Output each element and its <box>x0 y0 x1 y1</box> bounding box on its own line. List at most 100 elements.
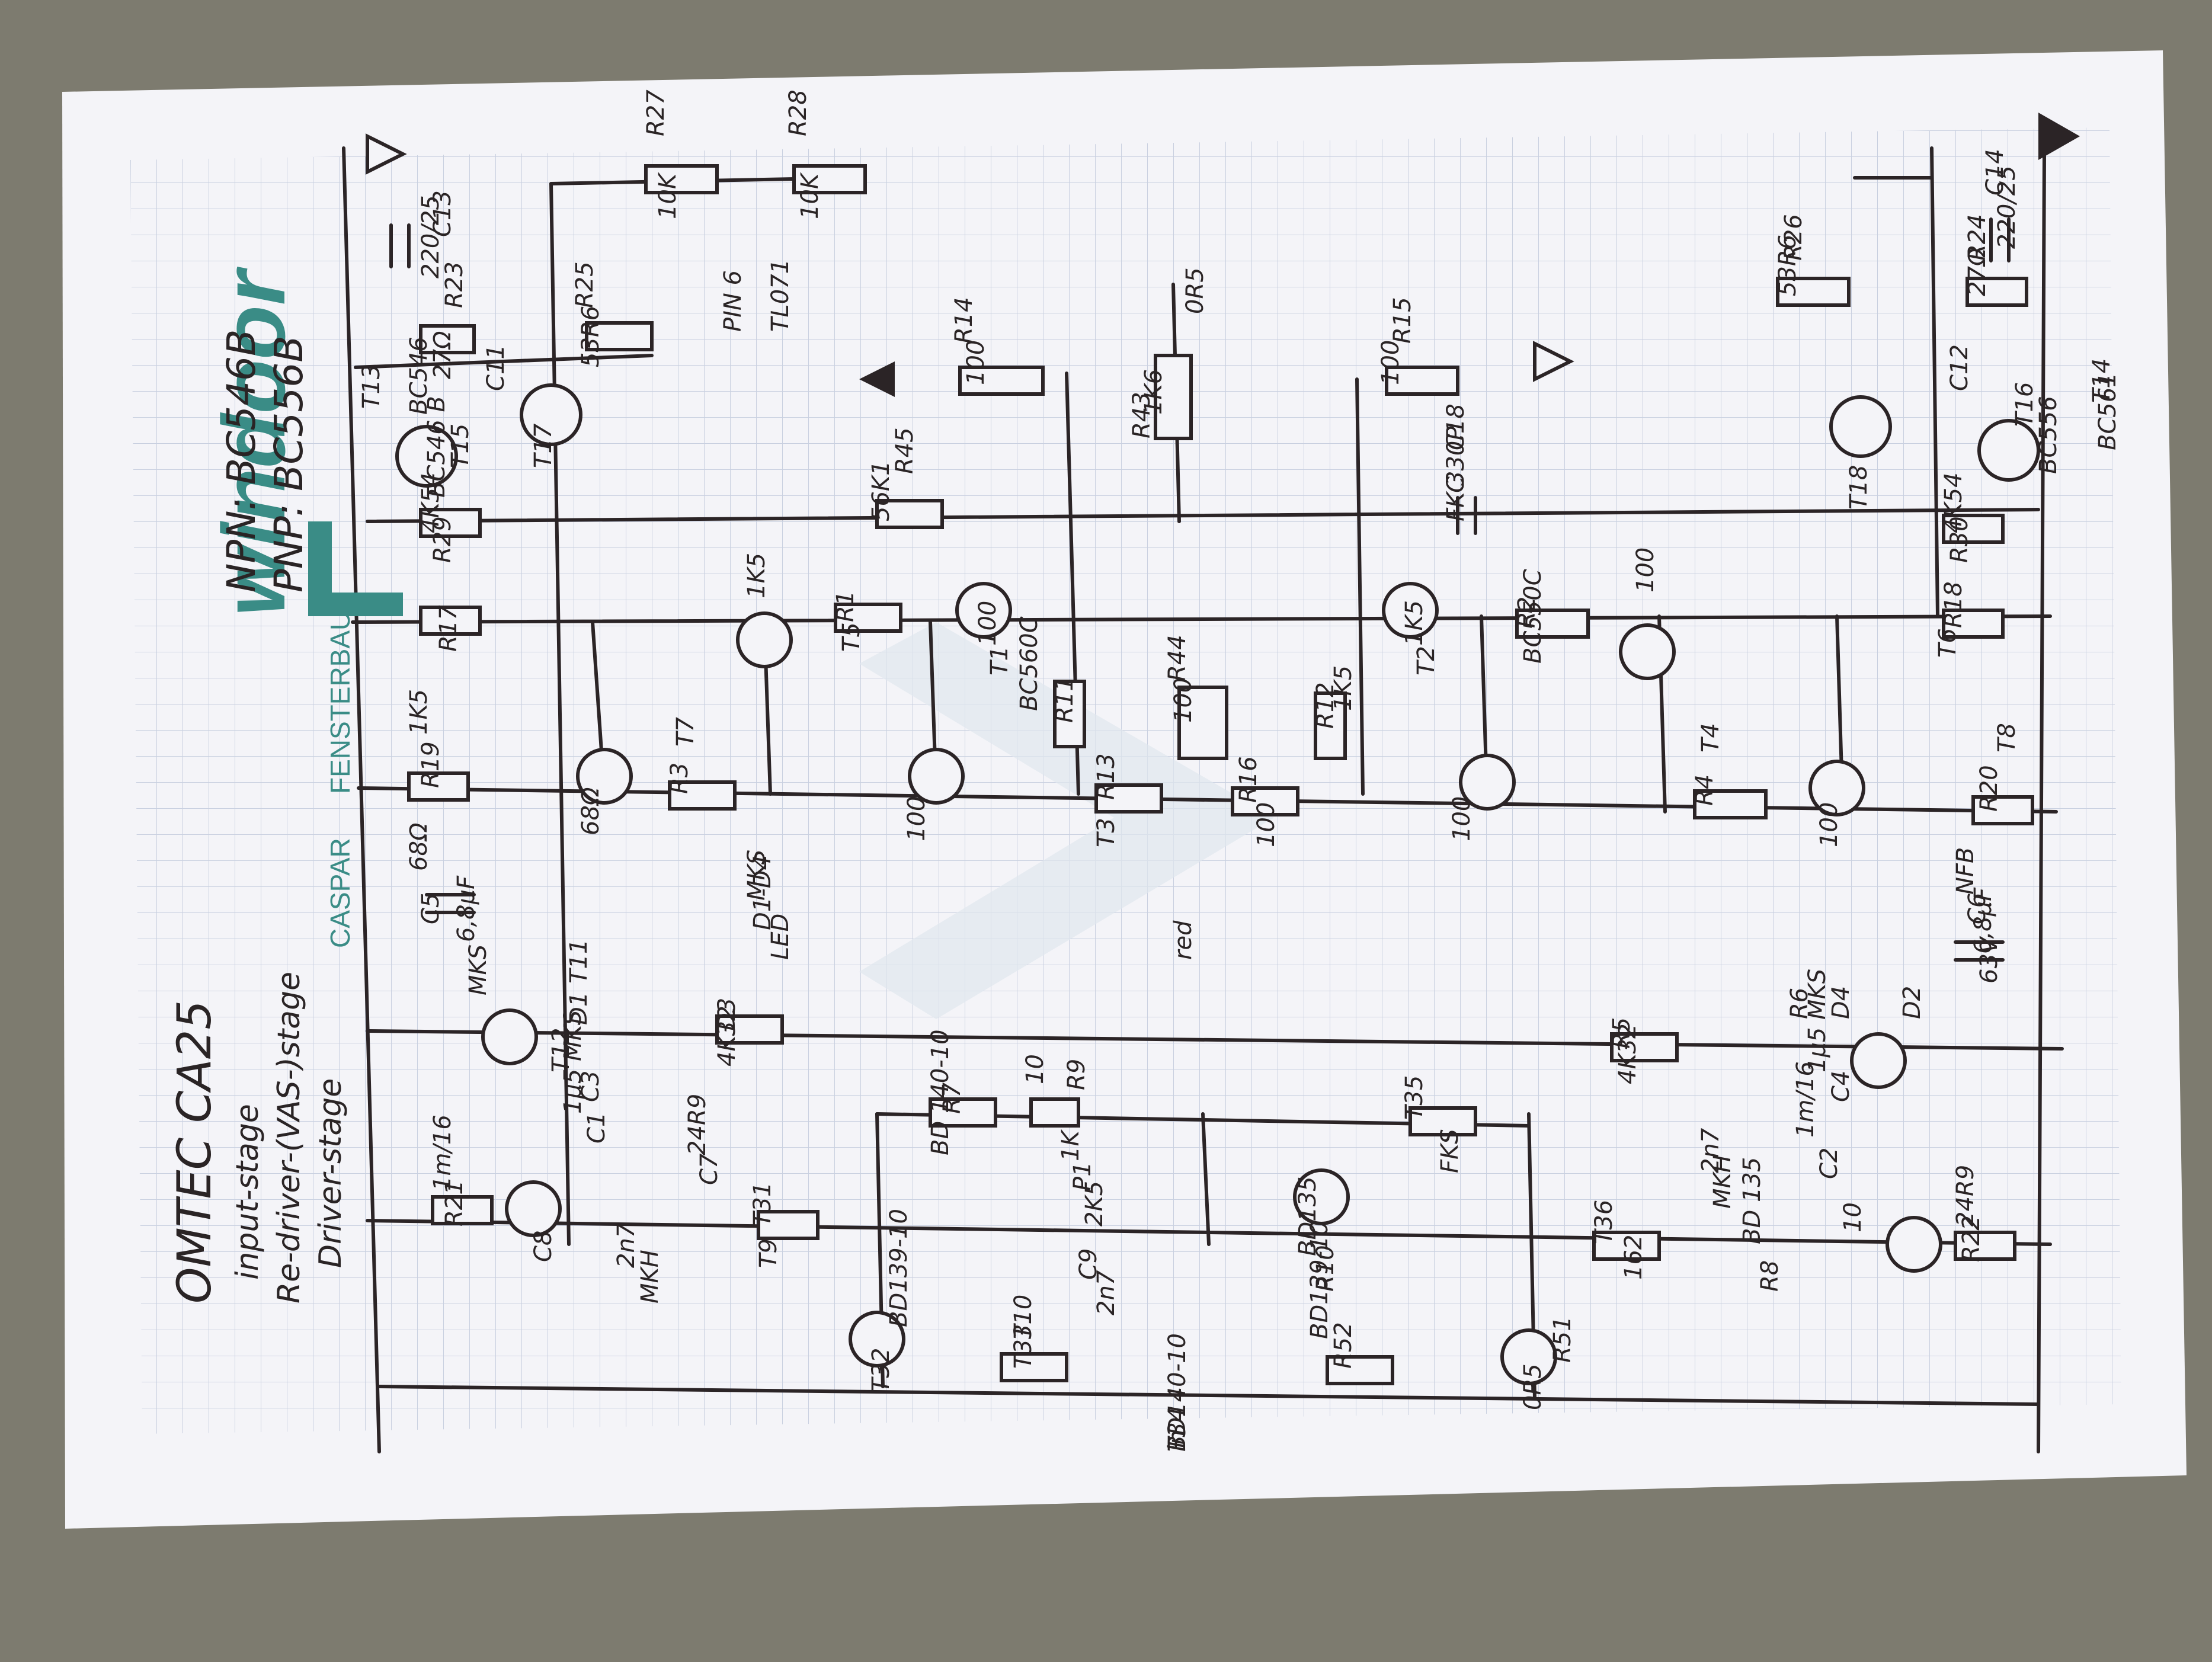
title: OMTEC CA25 <box>168 1000 222 1304</box>
component-label: R51 <box>1549 1316 1576 1363</box>
component-label: R18 <box>1940 581 1967 628</box>
component-label: 100 <box>1253 802 1280 847</box>
component-label: 68Ω <box>577 787 604 835</box>
component-label: R28 <box>785 89 812 136</box>
component-label: 162 <box>1620 1235 1647 1280</box>
component-label: 0R5 <box>1182 267 1209 314</box>
pnp-type: PNP: BC556B <box>266 335 312 593</box>
component-label: C1 <box>583 1112 610 1144</box>
component-label: 53R6 <box>577 306 604 367</box>
component-label: C8 <box>530 1231 557 1262</box>
component-label: T6 <box>1934 628 1961 658</box>
component-label: R7 <box>939 1082 966 1114</box>
watermark-logo <box>859 622 1274 1019</box>
component-label: T7 <box>672 717 699 747</box>
title-block: OMTEC CA25 input-stage Re-driver-(VAS-)s… <box>168 972 348 1304</box>
resistor-r51 <box>1326 1355 1394 1385</box>
component-label: C7 <box>696 1153 723 1185</box>
component-label: R21 <box>441 1180 468 1227</box>
windoor-logo: windoor <box>204 266 403 616</box>
resistor-r6 <box>1610 1032 1679 1062</box>
power-rails <box>342 146 2046 1453</box>
component-label: MKH <box>1709 1155 1736 1209</box>
component-label: BD 140-10 <box>927 1029 954 1155</box>
component-label: R14 <box>950 297 978 344</box>
component-label: R20 <box>1976 765 2003 812</box>
component-label: T3 <box>1093 818 1120 847</box>
resistor-r12 <box>1314 691 1347 760</box>
components <box>407 164 2034 1385</box>
component-label: R19 <box>417 741 444 788</box>
component-label: 4K32 <box>1614 1023 1641 1084</box>
component-label: 1µ5 MKS <box>1804 969 1831 1072</box>
resistor-r1 <box>834 603 902 633</box>
component-label: C9 <box>1075 1248 1102 1280</box>
component-label: 1m/16 <box>1792 1061 1819 1138</box>
component-label: 100 <box>1448 796 1475 841</box>
transistor-type-block: NPN: BC546B PNP: BC556B <box>219 329 312 593</box>
component-label: R6 <box>1786 988 1813 1019</box>
component-label: 0R5 <box>1519 1363 1547 1410</box>
component-label: C13 <box>429 190 456 237</box>
resistor-r23 <box>419 324 476 354</box>
component-label: R5 <box>1608 1017 1635 1049</box>
component-label: red <box>1170 920 1197 960</box>
resistor-r8 <box>1592 1231 1661 1261</box>
component-label: T15 <box>447 424 474 468</box>
component-label: 1µ5 MKS <box>559 1010 587 1114</box>
component-label: BC561 <box>2094 372 2121 450</box>
component-label: R8 <box>1756 1260 1784 1292</box>
component-label: D2 <box>1899 986 1926 1019</box>
component-label: BC546 <box>405 337 433 415</box>
component-label: 27Ω <box>429 331 456 379</box>
component-label: 10K <box>796 172 824 219</box>
resistor-r5 <box>715 1014 784 1045</box>
npn-type: NPN: BC546B <box>219 329 264 593</box>
component-label: 10 <box>1839 1202 1867 1232</box>
component-label: 10 <box>1022 1054 1049 1084</box>
resistor-r11 <box>1053 680 1086 748</box>
resistor-r10 <box>1408 1106 1477 1136</box>
component-label: R10 <box>1312 1245 1339 1292</box>
resistor-r29 <box>419 508 482 538</box>
component-label: BC550C <box>1519 569 1547 664</box>
component-label: 220/25 <box>417 195 444 278</box>
component-label: MKS <box>465 944 492 995</box>
component-label: C6 <box>1964 893 1991 924</box>
component-label: R30 <box>1946 516 1973 563</box>
component-label: R9 <box>1063 1059 1090 1090</box>
component-label: T36 <box>1590 1200 1618 1244</box>
component-label: D1-D4 <box>749 855 776 930</box>
component-label: R43 <box>1128 392 1155 438</box>
resistor-r17 <box>419 606 482 636</box>
component-label: R16 <box>1235 756 1262 803</box>
component-label: 27Ω <box>1964 248 1991 296</box>
component-label: 1K5 <box>405 689 433 735</box>
component-label: 4K54 <box>417 472 444 533</box>
component-label: 2n7 <box>613 1222 640 1268</box>
component-label: FKC <box>1442 476 1470 521</box>
stage-note-2: Re-driver-(VAS-)stage <box>271 972 307 1304</box>
resistor-r45 <box>875 499 944 529</box>
component-label: 1K5 <box>743 553 770 598</box>
component-label: BD140-10 <box>1164 1333 1191 1452</box>
resistor-r22 <box>1954 1231 2016 1261</box>
component-label: NFB <box>1952 847 1979 895</box>
component-label: 100 <box>1377 340 1404 385</box>
component-label: 24R9 <box>1952 1165 1979 1227</box>
component-label: 10K <box>654 172 681 219</box>
component-label: MKS <box>743 850 770 901</box>
component-label: P1 <box>1069 1161 1096 1191</box>
component-label: BD139-10 <box>885 1209 913 1327</box>
component-label: R13 <box>1093 753 1120 800</box>
supply-symbols <box>366 113 2080 397</box>
component-label: 220/25 <box>1993 165 2021 249</box>
component-label: BD 135 <box>1739 1157 1766 1244</box>
component-label: R4 <box>1691 774 1718 806</box>
component-label: FKS <box>1436 1129 1464 1173</box>
component-label: T14 <box>2088 358 2115 403</box>
resistor-r25 <box>585 321 654 351</box>
component-label: T4 <box>1697 723 1724 752</box>
component-label: LED <box>767 914 794 960</box>
component-label: R44 <box>1164 635 1191 681</box>
